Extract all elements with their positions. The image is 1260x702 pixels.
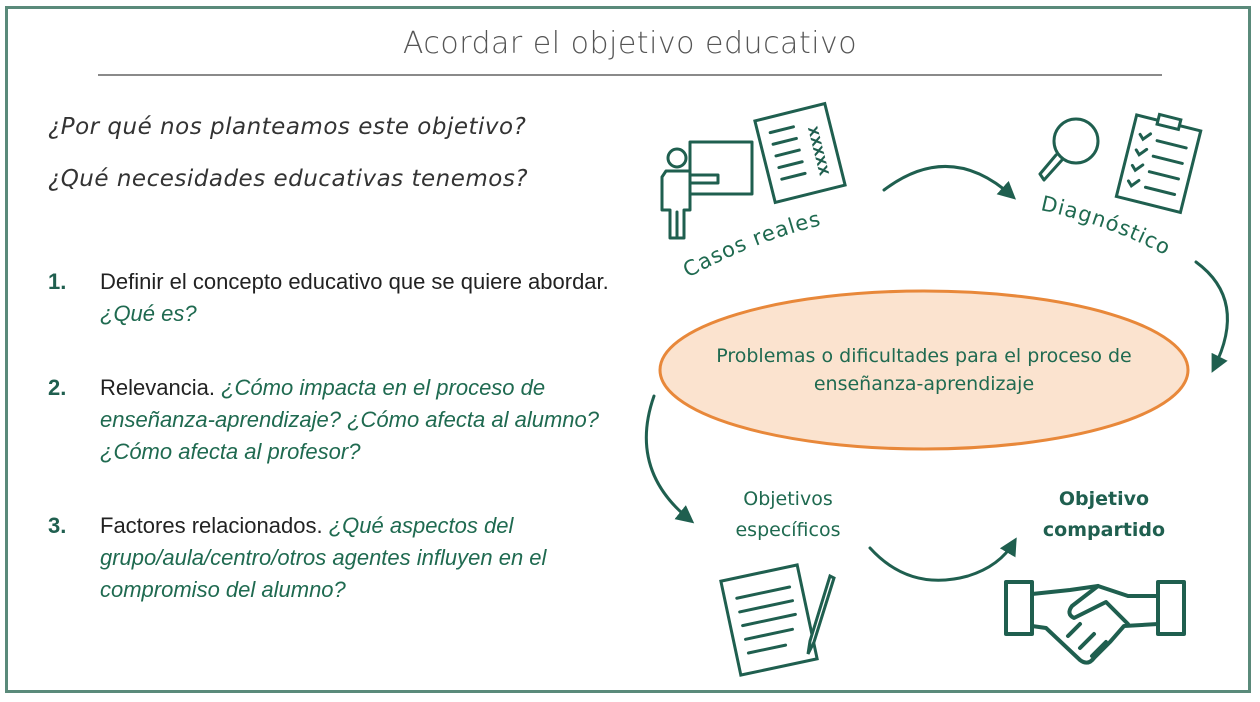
specific-objectives-label: Objetivos específicos	[735, 488, 841, 541]
item-number: 2.	[48, 375, 67, 400]
question-why: ¿Por qué nos planteamos este objetivo?	[48, 114, 527, 140]
item-text: Definir el concepto educativo que se qui…	[100, 266, 640, 330]
document-pen-icon	[719, 563, 836, 677]
item-number: 1.	[48, 269, 67, 294]
curved-arrow-icon	[644, 394, 695, 524]
shared-objective-label: Objetivo compartido	[1042, 488, 1166, 541]
curved-arrow-icon	[882, 164, 1017, 200]
title-divider	[98, 74, 1162, 76]
item-text: Relevancia. ¿Cómo impacta en el proceso …	[100, 372, 640, 468]
item-statement: Definir el concepto educativo que se qui…	[100, 269, 609, 294]
curved-arrow-icon	[1194, 260, 1229, 373]
item-question: ¿Qué aspectos del grupo/aula/centro/otro…	[100, 513, 547, 602]
magnifier-icon	[1038, 117, 1100, 182]
page-title: Acordar el objetivo educativo	[402, 26, 858, 61]
curved-arrow-icon	[868, 537, 1017, 582]
clipboard-icon	[1114, 112, 1203, 215]
checklist-icon: XXXXX	[753, 101, 847, 205]
problems-ellipse	[658, 289, 1190, 451]
item-statement: Factores relacionados.	[100, 513, 323, 538]
item-statement: Relevancia.	[100, 375, 215, 400]
problems-label: Problemas o dificultades para el proceso…	[716, 345, 1132, 395]
item-text: Factores relacionados. ¿Qué aspectos del…	[100, 510, 640, 606]
item-question: ¿Qué es?	[100, 301, 197, 326]
item-number: 3.	[48, 513, 67, 538]
teacher-board-icon	[660, 140, 754, 240]
handshake-icon	[1004, 580, 1186, 665]
item-question: ¿Cómo impacta en el proceso de enseñanza…	[100, 375, 599, 464]
label-casos-reales: Casos reales	[679, 207, 823, 283]
casos-reales-text: Casos reales	[679, 207, 822, 283]
question-needs: ¿Qué necesidades educativas tenemos?	[48, 166, 529, 192]
